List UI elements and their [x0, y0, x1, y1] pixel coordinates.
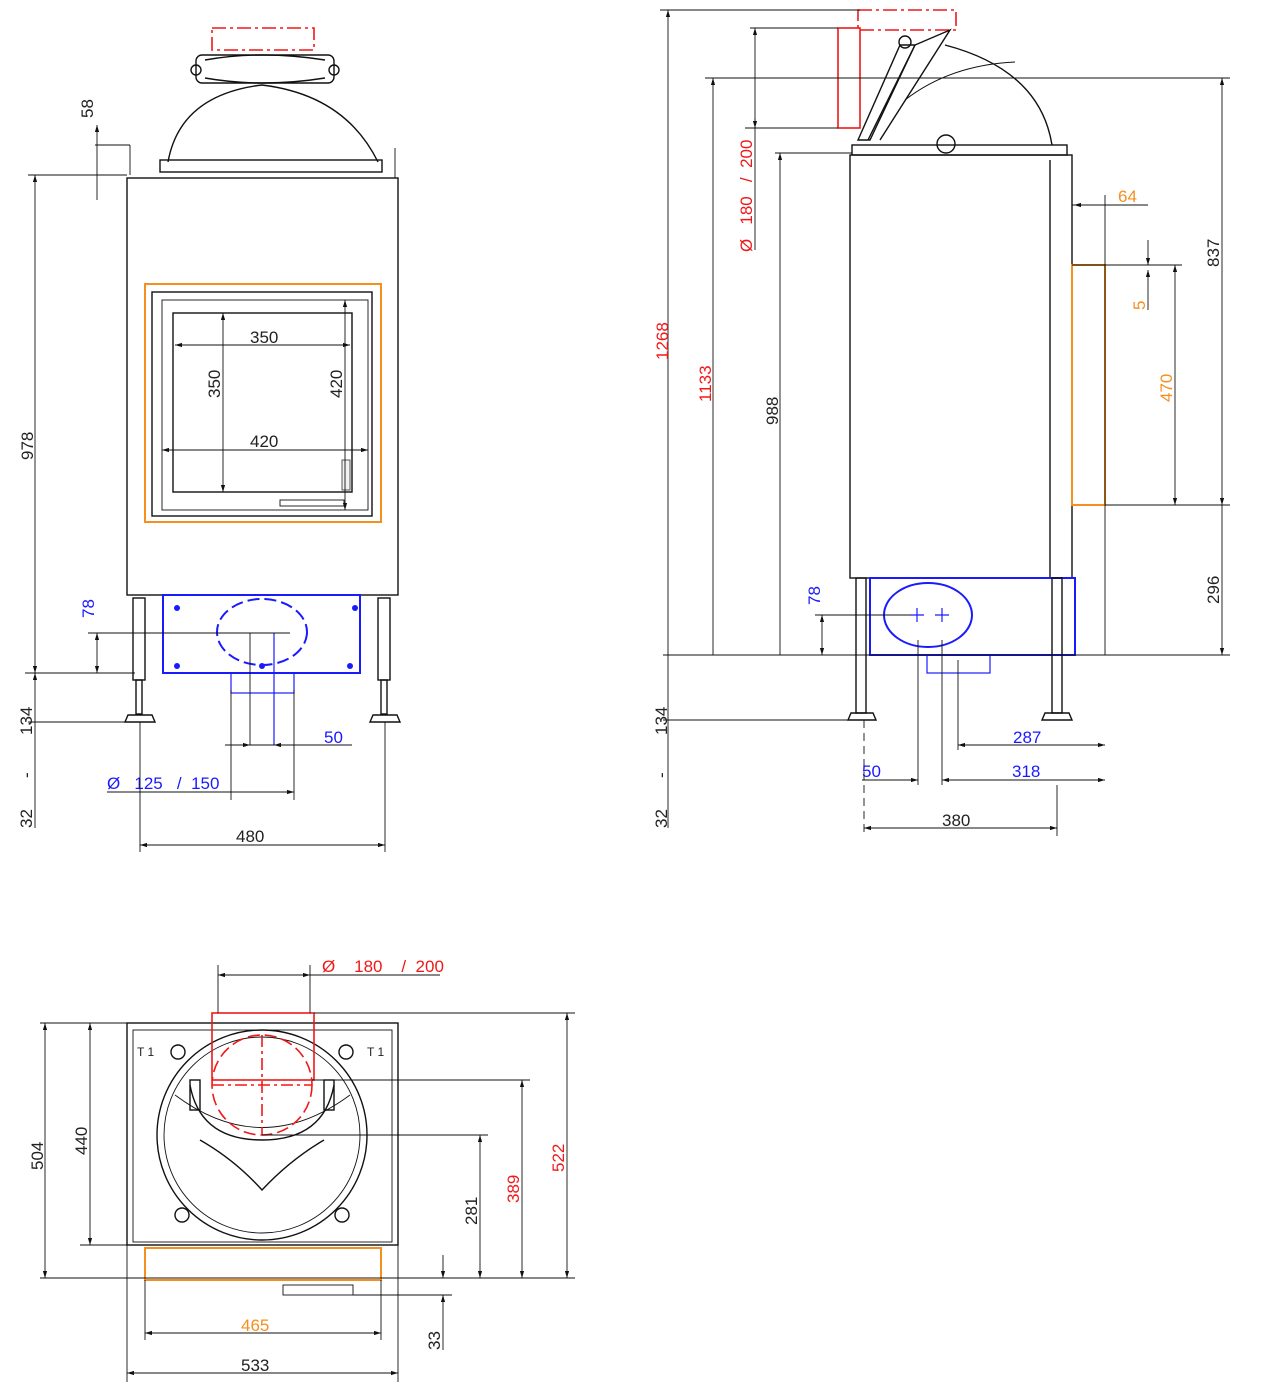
dim-32: 32 — [652, 809, 671, 828]
label-t1-left: T 1 — [137, 1045, 154, 1059]
dim-837: 837 — [1204, 239, 1223, 267]
dim-978: 978 — [18, 432, 37, 460]
dim-flue-diameter: Ø 180 / 200 — [322, 957, 444, 976]
dim-420-width: 420 — [250, 432, 278, 451]
baffle — [189, 1084, 335, 1192]
dim-134: 134 — [652, 707, 671, 735]
dim-318: 318 — [1012, 762, 1040, 781]
dim-32: 32 — [17, 809, 36, 828]
dim-flue-diameter: Ø 180 / 200 — [737, 140, 756, 252]
dim-134: 134 — [17, 707, 36, 735]
dim-1268: 1268 — [653, 322, 672, 360]
lifting-eye — [936, 134, 956, 154]
dim-281: 281 — [462, 1197, 481, 1225]
dim-50: 50 — [324, 728, 343, 747]
dim-465: 465 — [241, 1316, 269, 1335]
dim-480: 480 — [236, 827, 264, 846]
flue-outlet-top — [211, 1012, 315, 1081]
dim-50: 50 — [862, 762, 881, 781]
dim-470: 470 — [1157, 374, 1176, 402]
firebox-body — [849, 154, 1073, 579]
dim-leg-separator: - — [652, 772, 671, 778]
dim-33: 33 — [425, 1331, 444, 1350]
door-side — [1071, 264, 1106, 506]
dim-78: 78 — [805, 586, 824, 605]
dim-420-height: 420 — [327, 370, 346, 398]
dim-389: 389 — [504, 1175, 523, 1203]
side-view: 1268 1133 988 Ø 180 / 200 64 5 470 837 2… — [652, 9, 1230, 836]
label-t1-right: T 1 — [367, 1045, 384, 1059]
flue-collar — [190, 54, 340, 84]
firebox-body — [126, 177, 399, 596]
dim-522: 522 — [549, 1144, 568, 1172]
dim-1133: 1133 — [696, 365, 715, 402]
dim-64: 64 — [1118, 187, 1137, 206]
dim-287: 287 — [1013, 728, 1041, 747]
door-top — [144, 1247, 382, 1281]
top-plate — [159, 159, 383, 173]
glass-pane — [172, 312, 353, 493]
dim-350-height: 350 — [205, 370, 224, 398]
dim-296: 296 — [1204, 576, 1223, 604]
dim-350-width: 350 — [250, 328, 278, 347]
dim-380: 380 — [942, 811, 970, 830]
dim-988: 988 — [763, 397, 782, 425]
flue-outlet-outline — [857, 9, 957, 31]
air-inlet-box — [162, 594, 361, 674]
dim-58: 58 — [78, 99, 97, 118]
legs — [846, 577, 1074, 721]
door-frame — [144, 283, 382, 523]
dim-533: 533 — [241, 1356, 269, 1375]
air-inlet-oval — [216, 598, 308, 666]
dome-outline — [944, 44, 1053, 146]
dim-440: 440 — [72, 1127, 91, 1155]
legs — [123, 597, 402, 723]
front-view: 58 978 350 350 420 420 78 134 - 32 50 Ø … — [17, 27, 402, 852]
top-view: T 1 T 1 Ø 180 / 200 504 440 281 389 522 … — [28, 957, 575, 1382]
dim-504: 504 — [28, 1142, 47, 1170]
firebox-body-top — [126, 1022, 399, 1246]
dim-78: 78 — [79, 599, 98, 618]
dim-leg-separator: - — [17, 772, 36, 778]
dim-5: 5 — [1130, 301, 1149, 310]
dome-outline — [167, 84, 379, 163]
flue-outlet-outline — [211, 27, 315, 51]
dim-air-diameter: Ø 125 / 150 — [107, 774, 219, 793]
